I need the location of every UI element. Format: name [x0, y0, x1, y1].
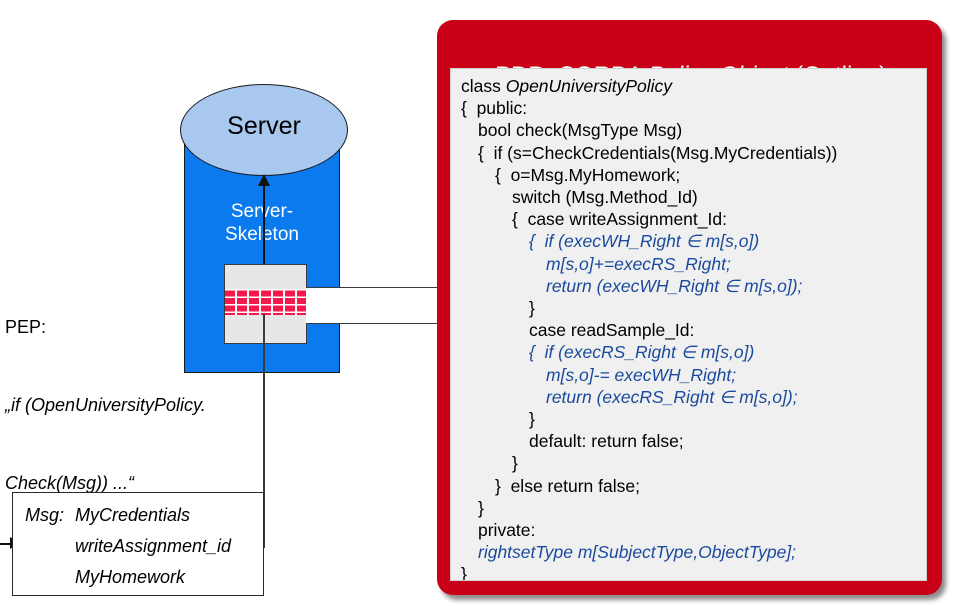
msg-box-label: Msg: [25, 505, 65, 525]
code-line: m[s,o]+=execRS_Right; [546, 253, 731, 274]
code-line: case readSample_Id: [529, 320, 695, 341]
code-line: { public: [461, 98, 528, 119]
code-line: { case writeAssignment_Id: [512, 209, 727, 230]
msg-box: Msg: MyCredentials writeAssignment_id My… [12, 492, 264, 596]
code-keyword: class [461, 76, 506, 96]
server-skeleton-label: Server- Skeleton [225, 201, 299, 245]
code-line: switch (Msg.Method_Id) [512, 187, 698, 207]
pep-label-text: PEP: [5, 317, 47, 337]
code-line: { if (s=CheckCredentials(Msg.MyCredentia… [478, 142, 838, 163]
code-line: } else return false; [495, 475, 640, 496]
code-line: } [478, 497, 484, 518]
code-line: rightsetType m[SubjectType,ObjectType]; [478, 542, 797, 563]
code-line: } [529, 409, 535, 429]
msg-field-object: MyHomework [75, 567, 186, 587]
code-line: private: [478, 520, 536, 540]
code-line: { if (execRS_Right ∈ m[s,o]) [529, 342, 755, 363]
brick-wall-firewall-icon [225, 289, 306, 315]
code-line: } [529, 298, 535, 318]
server-title: Server [227, 112, 301, 140]
msg-field-method: writeAssignment_id [75, 536, 232, 556]
inbound-arrow-shaft [0, 543, 14, 545]
code-line: return (execRS_Right ∈ m[s,o]); [546, 386, 798, 407]
pdp-panel: PDP: CORBA Policy Object (Outline) class… [437, 20, 942, 595]
pep-code-line-2: Check(Msg)) ...“ [5, 473, 135, 493]
msg-field-credentials: MyCredentials [75, 505, 191, 525]
code-line: bool check(MsgType Msg) [478, 120, 683, 141]
code-identifier: OpenUniversityPolicy [505, 76, 673, 96]
invocation-arrow-shaft [263, 182, 265, 264]
code-line: m[s,o]-= execWH_Right; [546, 364, 737, 385]
code-line: class OpenUniversityPolicy [461, 76, 672, 96]
pdp-code-block: class OpenUniversityPolicy{ public:bool … [450, 68, 927, 581]
msg-to-server-line [263, 314, 265, 548]
pep-code-line-1: „if (OpenUniversityPolicy. [5, 395, 206, 415]
invocation-arrow-head-icon [258, 174, 270, 186]
code-line: { if (execWH_Right ∈ m[s,o]) [529, 231, 760, 252]
code-line: default: return false; [529, 431, 684, 452]
pep-annotation: PEP: „if (OpenUniversityPolicy. Check(Ms… [5, 262, 220, 548]
code-line: } [512, 453, 518, 474]
code-line: return (execWH_Right ∈ m[s,o]); [546, 275, 803, 296]
code-line: } [461, 564, 467, 581]
code-line: { o=Msg.MyHomework; [495, 164, 681, 185]
